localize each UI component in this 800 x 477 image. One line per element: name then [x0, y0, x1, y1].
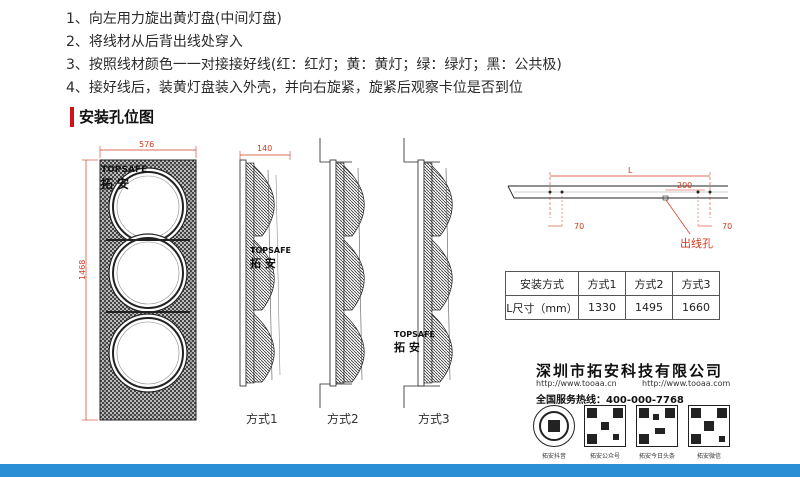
- topsafe-logo-side: TOPSAFE 拓 安: [250, 246, 291, 271]
- qr-caption-toutiao: 拓安今日头条: [638, 453, 675, 460]
- table-header-cell: 安装方式: [505, 271, 579, 296]
- mode-3-label: 方式3: [418, 412, 450, 426]
- installation-spec-table: 安装方式 方式1 方式2 方式3 L尺寸（mm） 1330 1495 1660: [505, 271, 720, 320]
- depth-dimension: 140: [257, 144, 273, 153]
- bottom-bar: [0, 464, 800, 477]
- step-3: 3、按照线材颜色一一对接接好线(红：红灯；黄：黄灯；绿：绿灯；黑：公共极): [66, 57, 562, 73]
- table-cell: 1330: [578, 295, 626, 320]
- side-view-mode1: [239, 151, 291, 387]
- side-view-mode2: [319, 138, 365, 408]
- rail-70-right: 70: [722, 222, 733, 231]
- width-dimension: 576: [139, 140, 155, 149]
- rail-length-L: L: [628, 166, 633, 175]
- side-view-mode3: [403, 138, 453, 408]
- company-url-cn: http://www.tooaa.cn: [536, 379, 617, 388]
- company-url-com: http://www.tooaa.com: [642, 379, 731, 388]
- front-dimensions: [82, 146, 197, 421]
- wechat-official-qr-code: [584, 405, 626, 447]
- wechat-qr-code: [688, 405, 730, 447]
- douyin-qr-code: [533, 405, 575, 447]
- topsafe-logo-front: TOPSAFE 拓 安: [101, 165, 147, 192]
- service-hotline: 全国服务热线：400-000-7768: [536, 395, 684, 406]
- mode-1-label: 方式1: [246, 412, 278, 426]
- logo-text-cn: 拓 安: [250, 257, 276, 270]
- table-header-row: 安装方式 方式1 方式2 方式3: [505, 271, 720, 296]
- logo-text-en: TOPSAFE: [250, 246, 292, 255]
- step-1: 1、向左用力旋出黄灯盘(中间灯盘): [66, 11, 282, 27]
- table-row: L尺寸（mm） 1330 1495 1660: [505, 295, 720, 320]
- rail-70-left: 70: [574, 222, 585, 231]
- step-2: 2、将线材从后背出线处穿入: [66, 34, 243, 50]
- qr-caption-official: 拓安公众号: [589, 453, 620, 460]
- topsafe-logo-mode3: TOPSAFE 拓 安: [394, 330, 435, 355]
- rail-200-dimension: 200: [677, 181, 693, 190]
- step-4: 4、接好线后，装黄灯盘装入外壳，并向右旋紧，旋紧后观察卡位是否到位: [66, 80, 523, 96]
- qr-caption-douyin: 拓安抖音: [541, 453, 566, 460]
- table-header-cell: 方式1: [578, 271, 626, 296]
- section-title: 安装孔位图: [79, 108, 155, 126]
- table-header-cell: 方式3: [672, 271, 720, 296]
- table-cell: 1495: [625, 295, 673, 320]
- logo-text-en: TOPSAFE: [394, 330, 436, 339]
- section-accent-bar: [70, 107, 74, 127]
- company-name: 深圳市拓安科技有限公司: [536, 362, 724, 380]
- front-view: [99, 159, 197, 421]
- installation-steps: 1、向左用力旋出黄灯盘(中间灯盘) 2、将线材从后背出线处穿入 3、按照线材颜色…: [66, 8, 562, 100]
- table-header-cell: 方式2: [625, 271, 673, 296]
- height-dimension: 1468: [78, 259, 87, 280]
- outlet-hole-label: 出线孔: [680, 237, 713, 250]
- qr-caption-wechat: 拓安微信: [696, 453, 721, 460]
- table-cell: 1660: [672, 295, 720, 320]
- logo-text-cn: 拓 安: [394, 341, 420, 354]
- toutiao-qr-code: [636, 405, 678, 447]
- mounting-rail: [507, 172, 728, 235]
- table-row-label: L尺寸（mm）: [505, 295, 579, 320]
- logo-text-en: TOPSAFE: [101, 165, 148, 175]
- mode-2-label: 方式2: [327, 412, 359, 426]
- logo-text-cn: 拓 安: [101, 177, 130, 191]
